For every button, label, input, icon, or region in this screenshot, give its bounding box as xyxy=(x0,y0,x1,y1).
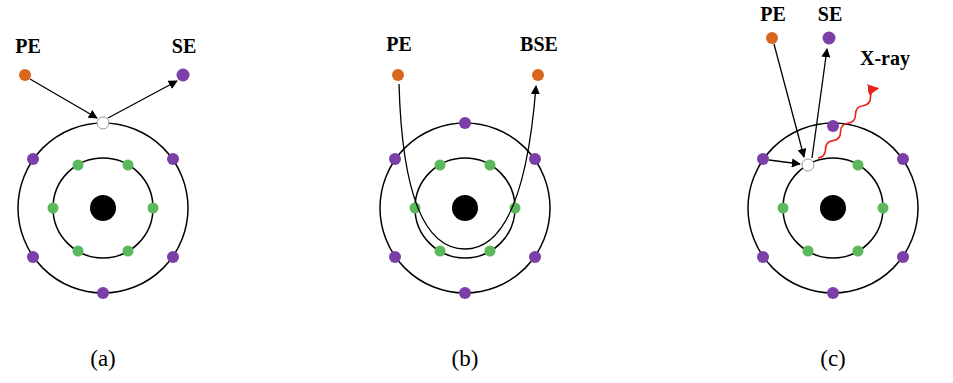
panel-caption: (b) xyxy=(452,347,479,370)
panel-caption: (c) xyxy=(820,347,846,370)
particle-label: SE xyxy=(818,4,842,24)
particle-label: BSE xyxy=(520,34,558,54)
particle-label: SE xyxy=(172,36,196,56)
radiation-label: X-ray xyxy=(860,48,910,68)
particle-label: PE xyxy=(760,4,786,24)
particle-label: PE xyxy=(15,36,41,56)
particle-label: PE xyxy=(386,34,412,54)
atom-a xyxy=(18,69,190,300)
panel-caption: (a) xyxy=(90,347,116,370)
atom-c xyxy=(748,32,918,300)
atom-b xyxy=(380,69,550,299)
